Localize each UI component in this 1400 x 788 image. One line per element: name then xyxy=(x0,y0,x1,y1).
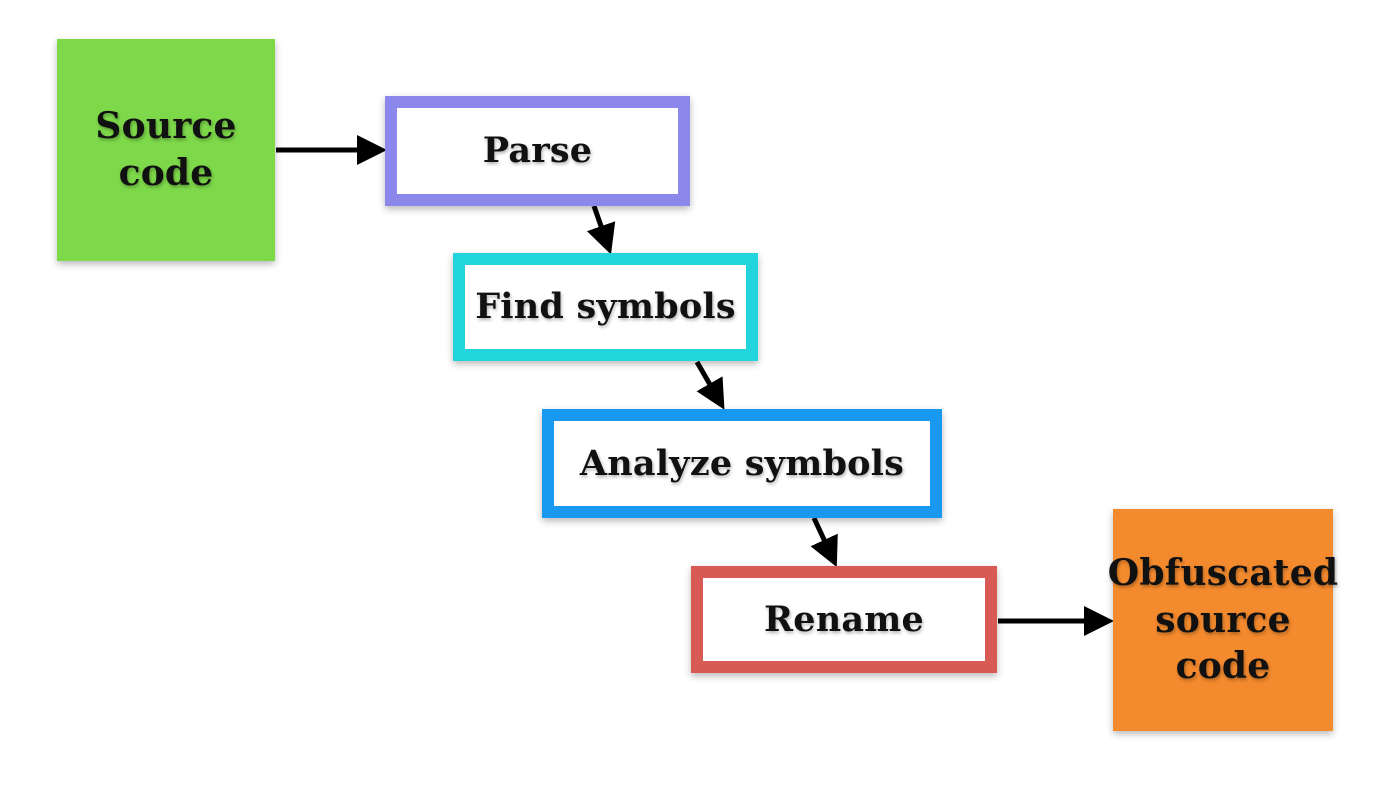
edge-parse-to-find xyxy=(586,205,616,255)
node-analyze-symbols: Analyze symbols xyxy=(542,409,942,518)
edge-find-to-analyze xyxy=(694,360,725,410)
node-find-symbols-label: Find symbols xyxy=(475,286,736,328)
node-find-symbols: Find symbols xyxy=(453,253,758,361)
node-rename-label: Rename xyxy=(764,598,924,640)
node-parse-label: Parse xyxy=(482,130,593,172)
node-rename: Rename xyxy=(691,566,997,673)
node-analyze-symbols-label: Analyze symbols xyxy=(579,442,905,484)
edge-analyze-to-rename xyxy=(810,516,838,568)
node-parse: Parse xyxy=(385,96,690,206)
